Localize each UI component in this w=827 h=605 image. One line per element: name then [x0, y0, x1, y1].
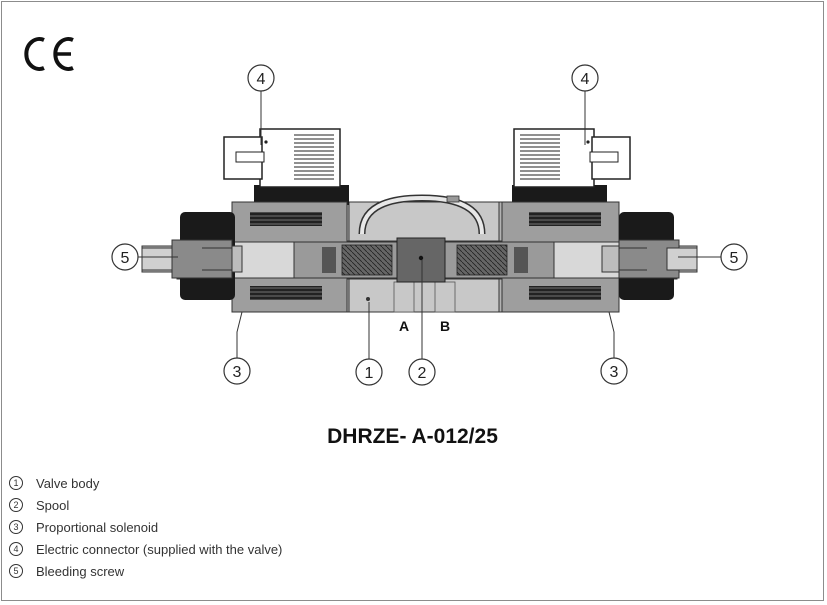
svg-text:1: 1 [365, 365, 374, 382]
legend-label: Bleeding screw [36, 563, 125, 579]
valve-section-drawing: CE [24, 37, 748, 386]
svg-text:5: 5 [730, 250, 739, 267]
right-connector-drawing [513, 128, 631, 188]
ce-mark: CE [24, 37, 74, 71]
callout-3-left: 3 [223, 357, 251, 385]
model-title: DHRZE- A-012/25 [327, 425, 498, 448]
callout-4-right: 4 [571, 64, 599, 92]
callout-5-right: 5 [720, 243, 748, 271]
legend-number: 4 [9, 542, 23, 556]
svg-text:3: 3 [610, 364, 619, 381]
callout-4-left: 4 [247, 64, 275, 92]
legend-item: 1 Valve body [9, 472, 282, 494]
legend-item: 2 Spool [9, 494, 282, 516]
legend-label: Spool [36, 497, 70, 513]
callout-1: 1 [355, 358, 383, 386]
port-label-a: A [399, 318, 409, 334]
svg-text:5: 5 [121, 250, 130, 267]
left-solenoid-drawing [141, 185, 349, 313]
legend-label: Electric connector (supplied with the va… [36, 541, 283, 557]
legend-label: Proportional solenoid [36, 519, 159, 535]
svg-text:4: 4 [581, 71, 590, 88]
legend-item: 4 Electric connector (supplied with the v… [9, 538, 282, 560]
legend-number: 3 [9, 520, 23, 534]
legend-item: 5 Bleeding screw [9, 560, 282, 582]
legend-number: 1 [9, 476, 23, 490]
callout-5-left: 5 [111, 243, 139, 271]
legend-number: 5 [9, 564, 23, 578]
svg-text:2: 2 [418, 365, 427, 382]
callout-3-right: 3 [600, 357, 628, 385]
leader-lines [138, 91, 721, 359]
svg-text:4: 4 [257, 71, 266, 88]
legend-item: 3 Proportional solenoid [9, 516, 282, 538]
port-label-b: B [440, 318, 450, 334]
legend-label: Valve body [36, 475, 100, 491]
right-solenoid-drawing [501, 185, 698, 313]
callout-2: 2 [408, 358, 436, 386]
legend-number: 2 [9, 498, 23, 512]
left-connector-drawing [223, 128, 341, 188]
legend-list: 1 Valve body 2 Spool 3 Proportional solenoi… [9, 472, 282, 582]
svg-text:3: 3 [233, 364, 242, 381]
